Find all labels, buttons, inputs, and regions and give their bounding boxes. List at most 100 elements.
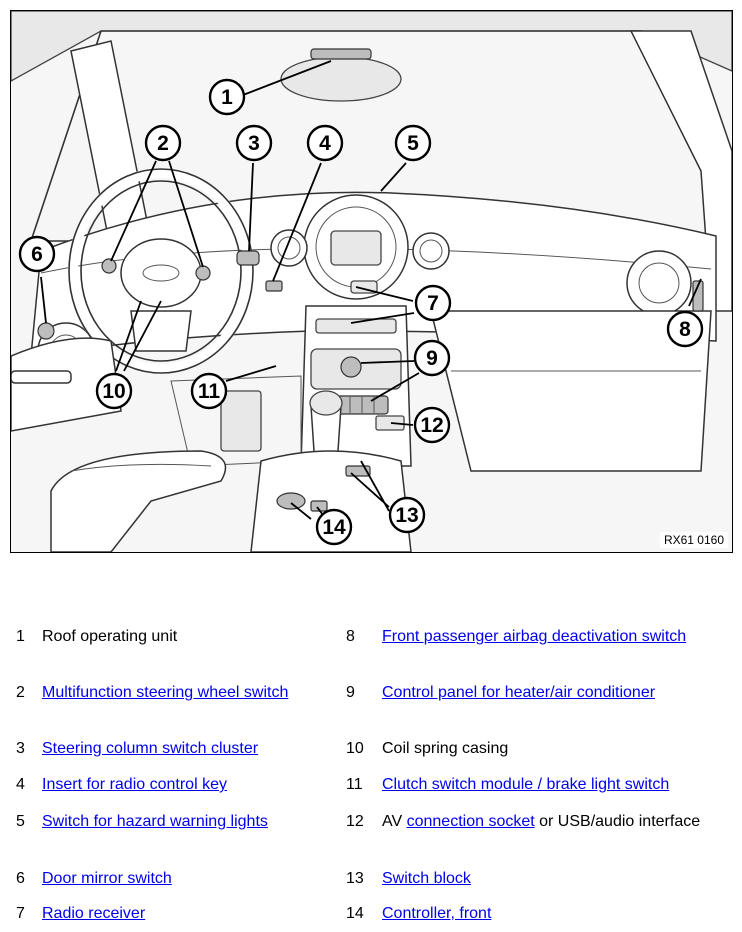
callout-3: 3 (235, 124, 273, 162)
legend-number: 2 (16, 684, 25, 701)
legend-number: 1 (16, 628, 25, 645)
callout-1: 1 (208, 78, 246, 116)
av-socket (375, 415, 405, 431)
callout-label: 2 (157, 132, 169, 155)
radio-display (330, 230, 382, 266)
legend-description: Multifunction steering wheel switch (42, 682, 302, 703)
legend-number: 12 (346, 813, 364, 830)
legend-description: Controller, front (382, 903, 722, 924)
legend-description: Steering column switch cluster (42, 738, 302, 759)
leader-3 (248, 162, 254, 252)
legend-description: Roof operating unit (42, 626, 302, 647)
legend-description: Insert for radio control key (42, 774, 302, 795)
leader-1 (242, 60, 332, 96)
leader-6 (40, 276, 47, 324)
leader-11 (225, 365, 277, 382)
legend-number: 4 (16, 776, 25, 793)
legend-link[interactable]: connection socket (406, 813, 535, 830)
callout-label: 11 (198, 380, 221, 403)
roof-console (280, 56, 402, 102)
callout-7: 7 (414, 284, 452, 322)
callout-label: 7 (427, 292, 439, 315)
leader-4 (272, 162, 322, 282)
door-left (11, 337, 122, 432)
dashboard-diagram: 1 2 3 4 5 6 7 8 9 10 11 12 13 14 RX61 01… (10, 10, 733, 553)
legend-text: AV (382, 813, 407, 830)
callout-label: 13 (395, 504, 418, 527)
legend-text: Roof operating unit (42, 628, 178, 645)
controller-knob (276, 492, 306, 510)
legend-number: 3 (16, 740, 25, 757)
leader-2a (110, 160, 157, 262)
steering-wheel-rim (68, 168, 254, 374)
leader-10b (123, 300, 162, 372)
legend-description: Clutch switch module / brake light switc… (382, 774, 722, 795)
steering-wheel-rim-inner (80, 180, 242, 362)
leader-10a (115, 300, 142, 372)
legend-link[interactable]: Switch block (382, 870, 471, 887)
legend-description: Control panel for heater/air conditioner (382, 682, 722, 703)
callout-label: 8 (679, 318, 691, 341)
legend-description: Coil spring casing (382, 738, 722, 759)
leader-7b (350, 312, 415, 324)
legend-link[interactable]: Clutch switch module / brake light switc… (382, 776, 670, 793)
callout-label: 12 (420, 414, 443, 437)
radio-key-insert (265, 280, 283, 292)
callout-4: 4 (306, 124, 344, 162)
legend-link[interactable]: Steering column switch cluster (42, 740, 259, 757)
mirror-switch (37, 322, 55, 340)
legend-link[interactable]: Control panel for heater/air conditioner (382, 684, 656, 701)
glovebox (430, 310, 712, 472)
armrest-line (70, 463, 212, 472)
callout-label: 3 (248, 132, 260, 155)
steering-wheel-logo (142, 264, 180, 282)
callout-11: 11 (190, 372, 228, 410)
vent-passenger (626, 250, 692, 316)
callout-label: 10 (102, 380, 125, 403)
callout-label: 6 (31, 243, 43, 266)
mfl-switch-left (101, 258, 117, 274)
steering-spoke (130, 310, 192, 352)
legend-number: 7 (16, 905, 25, 922)
legend-number: 14 (346, 905, 364, 922)
callout-label: 9 (426, 347, 438, 370)
leader-14a (290, 502, 312, 520)
callout-14: 14 (315, 508, 353, 546)
vent-center-left-inner (277, 236, 301, 260)
gear-knob (309, 390, 343, 416)
legend-description: Door mirror switch (42, 868, 302, 889)
legend-number: 8 (346, 628, 355, 645)
callout-label: 1 (221, 86, 233, 109)
legend-link[interactable]: Switch for hazard warning lights (42, 813, 268, 830)
legend-number: 5 (16, 813, 25, 830)
gear-boot-area (250, 450, 412, 552)
legend-description: Radio receiver (42, 903, 302, 924)
door-handle (11, 370, 72, 384)
leader-5 (380, 162, 407, 192)
legend-link[interactable]: Radio receiver (42, 905, 146, 922)
leader-2b (168, 160, 204, 268)
callout-5: 5 (394, 124, 432, 162)
legend-link[interactable]: Front passenger airbag deactivation swit… (382, 628, 687, 645)
legend-description: AV connection socket or USB/audio interf… (382, 811, 722, 832)
armrest (50, 450, 227, 552)
callout-label: 5 (407, 132, 419, 155)
leader-9b (370, 372, 420, 402)
callout-2: 2 (144, 124, 182, 162)
leader-13b (360, 460, 390, 512)
legend-description: Switch for hazard warning lights (42, 811, 302, 832)
legend-link[interactable]: Controller, front (382, 905, 492, 922)
callout-label: 4 (319, 132, 331, 155)
steering-wheel-hub (120, 238, 202, 308)
vent-center-right (412, 232, 450, 270)
callout-10: 10 (95, 372, 133, 410)
pedal-box (220, 390, 262, 452)
callout-13: 13 (388, 496, 426, 534)
leader-12 (390, 422, 414, 426)
leader-7a (355, 286, 414, 302)
legend-link[interactable]: Multifunction steering wheel switch (42, 684, 289, 701)
radio-unit (315, 318, 397, 334)
figure-reference-code: RX61 0160 (659, 532, 728, 548)
legend-link[interactable]: Insert for radio control key (42, 776, 227, 793)
legend-link[interactable]: Door mirror switch (42, 870, 172, 887)
